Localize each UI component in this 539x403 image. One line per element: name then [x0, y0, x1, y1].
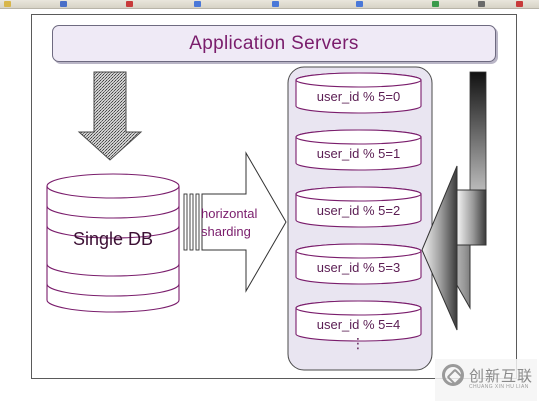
shard-cylinders	[295, 72, 422, 342]
watermark-subtext: CHUANG XIN HU LIAN	[469, 384, 529, 390]
sharding-label-line1: horizontal	[201, 206, 258, 221]
toolbar-icon	[356, 1, 363, 7]
more-shards-ellipsis: ⋮	[351, 335, 365, 351]
toolbar-icon	[126, 1, 133, 7]
shard-label-2: user_id % 5=2	[316, 202, 401, 218]
shard-cylinder-3	[295, 243, 422, 285]
shard-cylinder-1	[295, 129, 422, 171]
application-to-shards-arrow	[421, 71, 487, 331]
single-db-label: Single DB	[72, 229, 154, 249]
toolbar-icon	[272, 1, 279, 7]
shard-cylinder-2	[295, 186, 422, 228]
shard-cylinder-4	[295, 300, 422, 342]
toolbar-icon	[478, 1, 485, 7]
sharding-label-line2: sharding	[201, 224, 251, 239]
toolbar-icon	[4, 1, 11, 7]
down-arrow-icon	[77, 71, 143, 161]
toolbar-icon	[516, 1, 523, 7]
toolbar-icon	[432, 1, 439, 7]
horizontal-sharding-arrow	[183, 151, 287, 293]
watermark-logo-icon	[442, 364, 464, 386]
browser-toolbar-strip	[0, 0, 539, 9]
watermark-text: 创新互联	[469, 367, 534, 385]
shard-label-4: user_id % 5=4	[316, 316, 401, 332]
application-servers-box: Application Servers	[52, 25, 496, 62]
single-db-cylinder	[46, 173, 180, 313]
horizontal-sharding-label: horizontal sharding	[201, 205, 287, 241]
shard-label-0: user_id % 5=0	[316, 88, 401, 104]
toolbar-icon	[60, 1, 67, 7]
shard-label-1: user_id % 5=1	[316, 145, 401, 161]
shard-label-3: user_id % 5=3	[316, 259, 401, 275]
toolbar-icon	[194, 1, 201, 7]
watermark: 创新互联 CHUANG XIN HU LIAN	[435, 359, 537, 401]
shard-cylinder-0	[295, 72, 422, 114]
